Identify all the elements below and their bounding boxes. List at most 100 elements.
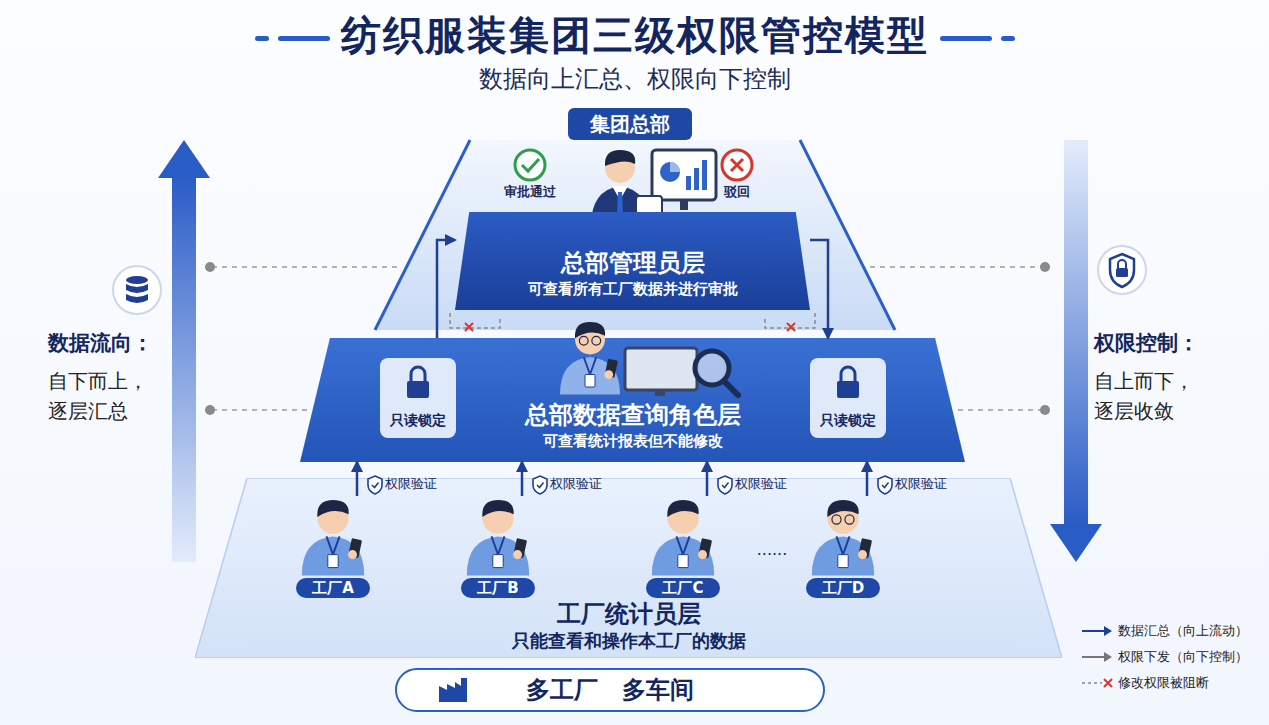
tier-title: 总部数据查询角色层 [525,401,741,430]
drawing-path [492,536,505,554]
label: 权限验证 [385,476,451,492]
drawing-path [317,500,348,517]
diagram-title: 纺织服装集团三级权限管控模型 [0,8,1269,63]
factory-node: 工厂A [290,496,376,600]
drawing-path [837,536,850,554]
drawing-rect [680,200,688,210]
drawing-line [1082,656,1106,658]
drawing-path [450,313,500,328]
drawing-path [667,500,698,517]
legend-sample [1080,623,1114,639]
drawing-circle [348,550,357,559]
label: 权限控制： [1094,330,1218,356]
drawing-rect [838,555,848,568]
legend-text: 修改权限被阻断 [1118,674,1209,692]
drawing-rect [694,168,699,190]
tier-band: 总部管理员层可查看所有工厂数据并进行审批 [455,212,810,310]
drawing-path [126,294,148,303]
data-flow-arrow [158,140,210,562]
drawing-rect [678,555,688,568]
lock-badge-icon [1098,246,1146,294]
drawing-path [605,150,635,166]
drawing-circle [845,515,854,524]
top-pyramid [375,140,895,330]
tier-description: 可查看统计报表但不能修改 [543,432,723,450]
drawing-line [800,140,895,330]
factory-person [640,496,726,578]
drawing-rect [1064,140,1088,526]
footer-title: 多工厂 多车间 [526,674,694,706]
subtitle: 数据向上汇总、权限向下控制 [0,64,1269,94]
factory-badge: 工厂D [806,578,880,598]
factory-node: 工厂C [640,496,726,600]
tab-title: 集团总部 [590,111,670,138]
drawing-path [787,323,795,331]
factory-badge: 工厂A [296,578,370,598]
database-icon [113,266,161,314]
drawing-circle [1040,262,1050,272]
legend-text: 权限下发（向下控制） [1118,648,1248,666]
drawing-circle [1040,405,1050,415]
drawing-line [375,140,470,330]
tier-description: 可查看所有工厂数据并进行审批 [528,280,738,298]
drawing-circle [660,162,680,182]
tier-description: 只能查看和操作本工厂的数据 [512,630,746,652]
drawing-path [765,313,815,328]
approve-icon [515,150,545,180]
drawing-path [126,284,148,293]
drawing-path [1104,679,1112,687]
drawing-path [575,322,605,338]
drawing-circle [1098,246,1146,294]
blocked-paths [450,313,815,331]
factory-person [290,496,376,578]
drawing-line [1082,682,1102,684]
header-tab: 集团总部 [568,108,692,140]
footer-box: 多工厂 多车间 [395,668,825,712]
drawing-path [812,536,874,575]
reject-icon [722,150,752,180]
connector-arrow [437,240,455,338]
label: 驳回 [712,184,762,200]
side-note: 自上而下， 逐层收敛 [1094,366,1206,426]
drawing-circle [698,550,707,559]
legend-sample [1080,675,1114,691]
drawing-path [327,536,340,554]
connector-arrow [810,240,828,338]
factory-icon [437,676,471,704]
factory-node: 工厂D [800,496,886,600]
drawing-path [670,162,680,172]
drawing-line [212,409,308,411]
drawing-path [677,536,690,554]
tier-title: 工厂统计员层 [557,600,701,629]
drawing-rect [652,150,716,200]
label: 数据流向： [48,330,172,356]
drawing-path [522,159,539,171]
drawing-circle [858,550,867,559]
tier-band: 总部数据查询角色层可查看统计报表但不能修改 [300,338,965,462]
drawing-path [482,500,513,517]
side-note: 自下而上， 逐层汇总 [48,366,160,426]
drawing-circle [832,515,841,524]
drawing-path [1104,626,1112,636]
drawing-rect [1001,36,1015,41]
drawing-rect [493,555,503,568]
drawing-path [731,159,743,171]
drawing-line [958,409,1043,411]
label: 权限验证 [550,476,616,492]
drawing-path [439,678,467,702]
drawing-polygon [455,212,810,310]
drawing-path [302,536,364,575]
drawing-rect [255,36,269,41]
drawing-circle [205,405,215,415]
drawing-rect [686,176,691,190]
drawing-path [465,323,473,331]
drawing-rect [278,36,330,41]
factory-person [455,496,541,578]
drawing-polygon [1050,524,1102,562]
factory-node: 工厂B [455,496,541,600]
legend-sample [1080,649,1114,665]
drawing-rect [172,176,196,562]
drawing-rect [702,160,707,190]
drawing-path [827,500,858,517]
